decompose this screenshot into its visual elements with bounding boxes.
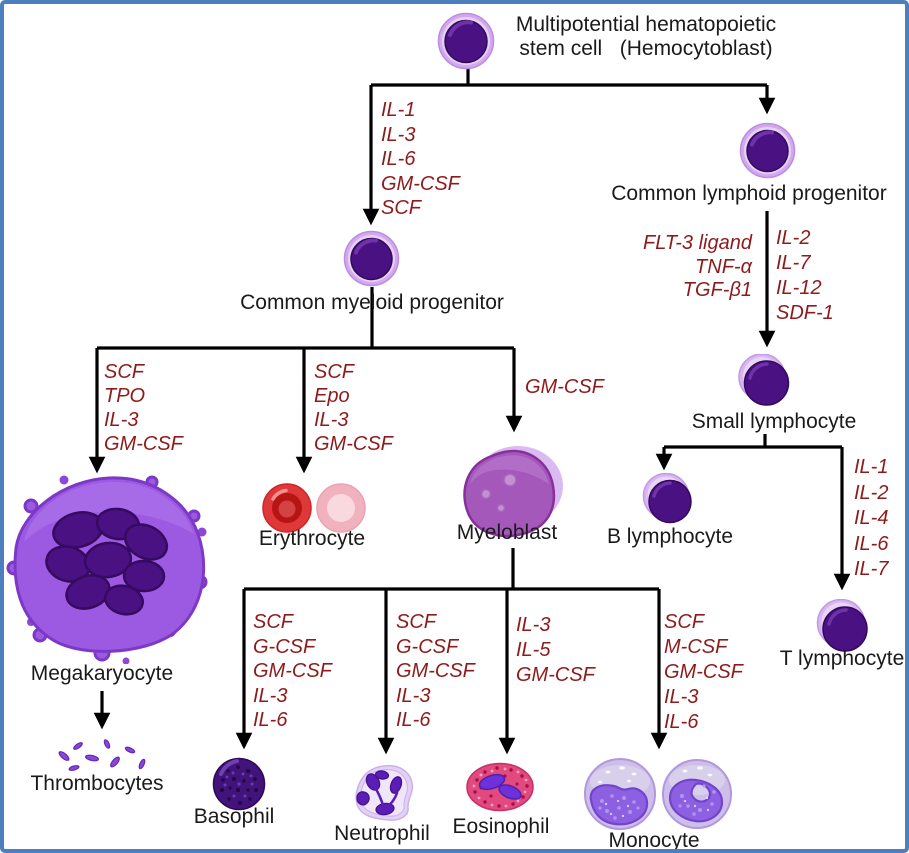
factor-item: FLT-3 ligand bbox=[643, 232, 752, 254]
factor-item: SCF bbox=[104, 361, 144, 383]
factor-item: IL-3 bbox=[314, 409, 349, 431]
factor-item: IL-4 bbox=[854, 507, 889, 529]
factor-item: GM-CSF bbox=[381, 172, 460, 195]
factor-item: IL-7 bbox=[854, 558, 889, 580]
factor-item: Epo bbox=[314, 385, 350, 407]
small-lymphocyte-cell-icon bbox=[738, 354, 790, 406]
factor-item: GM-CSF bbox=[525, 376, 604, 398]
factor-item: IL-12 bbox=[776, 277, 822, 299]
myeloblast-label: Myeloblast bbox=[456, 521, 558, 544]
factor-item: IL-3 bbox=[516, 614, 551, 636]
b-lymphocyte-label: B lymphocyte bbox=[606, 525, 734, 548]
factor-item: IL-3 bbox=[104, 409, 139, 431]
thrombocytes-label: Thrombocytes bbox=[30, 772, 164, 795]
factor-item: SCF bbox=[314, 361, 354, 383]
stem-cell-icon bbox=[437, 12, 495, 70]
factor-item: G-CSF bbox=[396, 635, 459, 658]
factor-item: IL-6 bbox=[381, 148, 416, 170]
factor-item: IL-2 bbox=[776, 227, 811, 249]
myeloblast-cell-icon bbox=[463, 446, 563, 538]
factor-item: SCF bbox=[381, 197, 421, 219]
factor-item: IL-2 bbox=[854, 481, 889, 504]
monocyte-label: Monocyte bbox=[608, 829, 700, 852]
small-lymphocyte-label: Small lymphocyte bbox=[691, 410, 857, 433]
factor-item: TGF-β1 bbox=[682, 279, 752, 301]
factor-item: SCF bbox=[664, 611, 704, 633]
factor-item: IL-6 bbox=[664, 711, 699, 733]
factor-item: IL-6 bbox=[396, 709, 431, 731]
factor-item: IL-7 bbox=[776, 252, 811, 274]
eosinophil-cell-icon bbox=[466, 762, 534, 812]
factor-item: GM-CSF bbox=[396, 660, 475, 682]
lymphoid-progenitor-label: Common lymphoid progenitor bbox=[611, 182, 887, 205]
basophil-cell-icon bbox=[212, 757, 266, 811]
factor-item: GM-CSF bbox=[664, 661, 743, 683]
monocyte-cells-icon bbox=[584, 758, 732, 830]
factor-item: IL-3 bbox=[396, 684, 431, 707]
factor-item: IL-3 bbox=[664, 686, 699, 708]
eosinophil-label: Eosinophil bbox=[452, 815, 550, 838]
factor-item: GM-CSF bbox=[314, 433, 393, 455]
factor-item: IL-1 bbox=[854, 456, 889, 478]
t-lymphocyte-label: T lymphocyte bbox=[779, 647, 905, 670]
stem-cell-label: Multipotential hematopoietic stem cell (… bbox=[515, 13, 777, 60]
factor-item: M-CSF bbox=[664, 636, 728, 658]
myeloid-progenitor-cell-icon bbox=[343, 230, 400, 287]
factor-item: GM-CSF bbox=[253, 660, 332, 682]
factor-item: SCF bbox=[253, 611, 293, 633]
neutrophil-cell-icon bbox=[355, 764, 414, 821]
factor-item: TPO bbox=[104, 385, 146, 407]
megakaryocyte-label: Megakaryocyte bbox=[30, 662, 174, 685]
erythrocyte-label: Erythrocyte bbox=[258, 527, 366, 550]
factor-item: IL-1 bbox=[381, 99, 416, 121]
factor-item: SDF-1 bbox=[776, 302, 834, 324]
factor-item: IL-5 bbox=[516, 639, 551, 661]
neutrophil-label: Neutrophil bbox=[334, 822, 430, 845]
factor-item: TNF-α bbox=[695, 255, 752, 278]
lymphoid-progenitor-cell-icon bbox=[739, 122, 796, 179]
megakaryocyte-cell-icon bbox=[6, 475, 208, 664]
erythrocyte-cells-icon bbox=[262, 483, 366, 533]
factor-item: SCF bbox=[396, 611, 436, 633]
b-lymphocyte-cell-icon bbox=[642, 473, 692, 524]
basophil-label: Basophil bbox=[193, 805, 275, 828]
factor-item: G-CSF bbox=[253, 635, 316, 658]
factor-item: IL-3 bbox=[253, 684, 288, 707]
connector-arrows bbox=[88, 67, 851, 755]
factors-to-myeloblast: GM-CSF bbox=[525, 375, 604, 400]
factor-item: IL-6 bbox=[854, 532, 889, 555]
factor-item: GM-CSF bbox=[104, 433, 183, 455]
factor-item: IL-6 bbox=[253, 709, 288, 731]
factor-item: IL-3 bbox=[381, 123, 416, 146]
factor-item: GM-CSF bbox=[516, 664, 595, 686]
thrombocytes-icon bbox=[58, 739, 146, 771]
myeloid-progenitor-label: Common myeloid progenitor bbox=[240, 291, 504, 314]
t-lymphocyte-cell-icon bbox=[816, 599, 868, 652]
